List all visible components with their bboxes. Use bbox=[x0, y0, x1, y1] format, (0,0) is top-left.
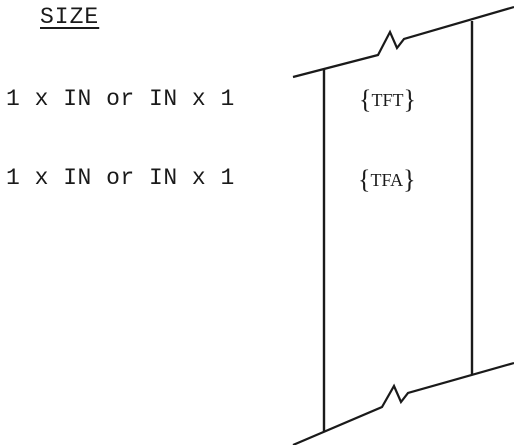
code-label-tft: {TFT} bbox=[359, 85, 416, 115]
size-label-row-1: 1 x IN or IN x 1 bbox=[6, 86, 235, 112]
close-brace: } bbox=[403, 85, 416, 114]
open-brace: { bbox=[358, 165, 371, 194]
open-brace: { bbox=[359, 85, 372, 114]
code-label-tfa: {TFA} bbox=[358, 165, 416, 195]
code-text: TFT bbox=[371, 90, 404, 110]
bottom-break-line bbox=[292, 361, 514, 445]
top-break-line bbox=[292, 5, 514, 79]
close-brace: } bbox=[403, 165, 416, 194]
code-text: TFA bbox=[370, 170, 404, 190]
size-label-row-2: 1 x IN or IN x 1 bbox=[6, 165, 235, 191]
size-column-header: SIZE bbox=[40, 4, 100, 30]
